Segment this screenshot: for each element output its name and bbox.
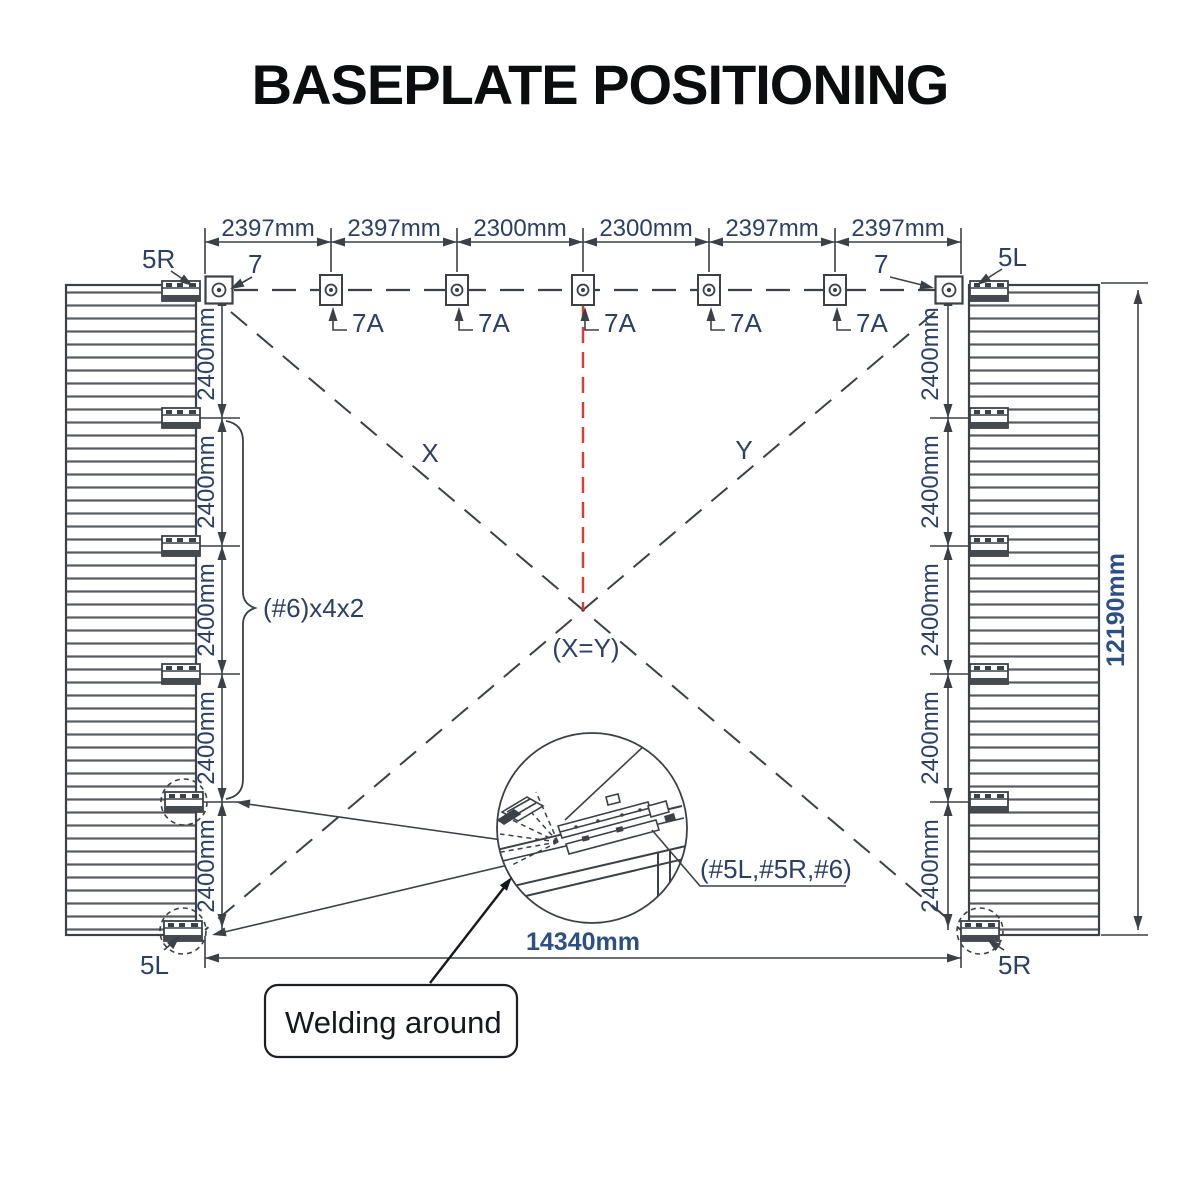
weld-detail-view: (#5L,#5R,#6) — [210, 732, 852, 940]
side-group-label: (#6)x4x2 — [263, 593, 364, 623]
top-dim-1: 2397mm — [221, 215, 314, 242]
left-dim-5: 2400mm — [193, 819, 220, 912]
left-dim-3: 2400mm — [193, 563, 220, 656]
overall-height-label: 12190mm — [1102, 553, 1130, 667]
top-anchor-plates — [204, 274, 964, 306]
top-dim-5: 2397mm — [725, 215, 818, 242]
detail-baseplate — [556, 793, 676, 855]
detail-parts-label: (#5L,#5R,#6) — [700, 854, 852, 884]
anchor-labels: 7A 7A 7A 7A 7A — [328, 307, 888, 338]
right-dim-1: 2400mm — [917, 307, 944, 400]
right-dim-4: 2400mm — [917, 691, 944, 784]
overall-height-dimension: 12190mm — [1101, 282, 1148, 936]
corner-labels: 5R 7 7 5L 5L 5R — [140, 242, 1031, 980]
right-wall-panel — [967, 283, 1101, 937]
right-dimension-chain: 2400mm 2400mm 2400mm 2400mm 2400mm — [917, 290, 974, 930]
top-dimension-chain: 2397mm 2397mm 2300mm 2300mm 2397mm 2397m… — [204, 215, 962, 274]
anchor-label-4: 7A — [730, 308, 762, 338]
side-group-brace: (#6)x4x2 — [225, 420, 364, 800]
top-dim-3: 2300mm — [473, 215, 566, 242]
welding-note: Welding around — [263, 874, 519, 1059]
left-dim-4: 2400mm — [193, 691, 220, 784]
top-left-bracket-label: 5R — [142, 244, 175, 274]
bottom-left-bracket-label: 5L — [140, 950, 169, 980]
page-title: BASEPLATE POSITIONING — [251, 53, 950, 116]
weld-spray-lines — [499, 791, 559, 867]
top-dim-2: 2397mm — [347, 215, 440, 242]
diagonal-y-label: Y — [735, 435, 752, 465]
overall-width-label: 14340mm — [526, 928, 640, 956]
top-dim-4: 2300mm — [599, 215, 692, 242]
overall-width-dimension: 14340mm — [204, 928, 962, 968]
diagonal-x-label: X — [421, 438, 438, 468]
diagonal-equality-label: (X=Y) — [552, 633, 619, 663]
right-dim-5: 2400mm — [917, 819, 944, 912]
bottom-right-bracket-label: 5R — [998, 950, 1031, 980]
left-dimension-chain: 2400mm 2400mm 2400mm 2400mm 2400mm — [193, 290, 240, 930]
top-dim-6: 2397mm — [851, 215, 944, 242]
anchor-label-3: 7A — [604, 308, 636, 338]
left-dim-2: 2400mm — [193, 435, 220, 528]
right-dim-2: 2400mm — [917, 435, 944, 528]
left-wall-panel — [64, 283, 198, 937]
top-left-plate-label: 7 — [248, 249, 262, 279]
top-right-bracket-label: 5L — [998, 242, 1027, 272]
welding-note-label: Welding around — [285, 1005, 502, 1040]
detail-callout-ring-left-bottom — [159, 907, 207, 955]
anchor-label-2: 7A — [478, 308, 510, 338]
anchor-label-5: 7A — [856, 308, 888, 338]
anchor-label-1: 7A — [352, 308, 384, 338]
detail-callout-ring-left-mid — [160, 778, 208, 826]
weld-torch — [497, 796, 545, 825]
left-dim-1: 2400mm — [193, 307, 220, 400]
top-right-plate-label: 7 — [874, 249, 888, 279]
side-brackets — [159, 280, 1009, 955]
detail-callout-ring-right-bottom — [956, 907, 1004, 955]
right-dim-3: 2400mm — [917, 563, 944, 656]
